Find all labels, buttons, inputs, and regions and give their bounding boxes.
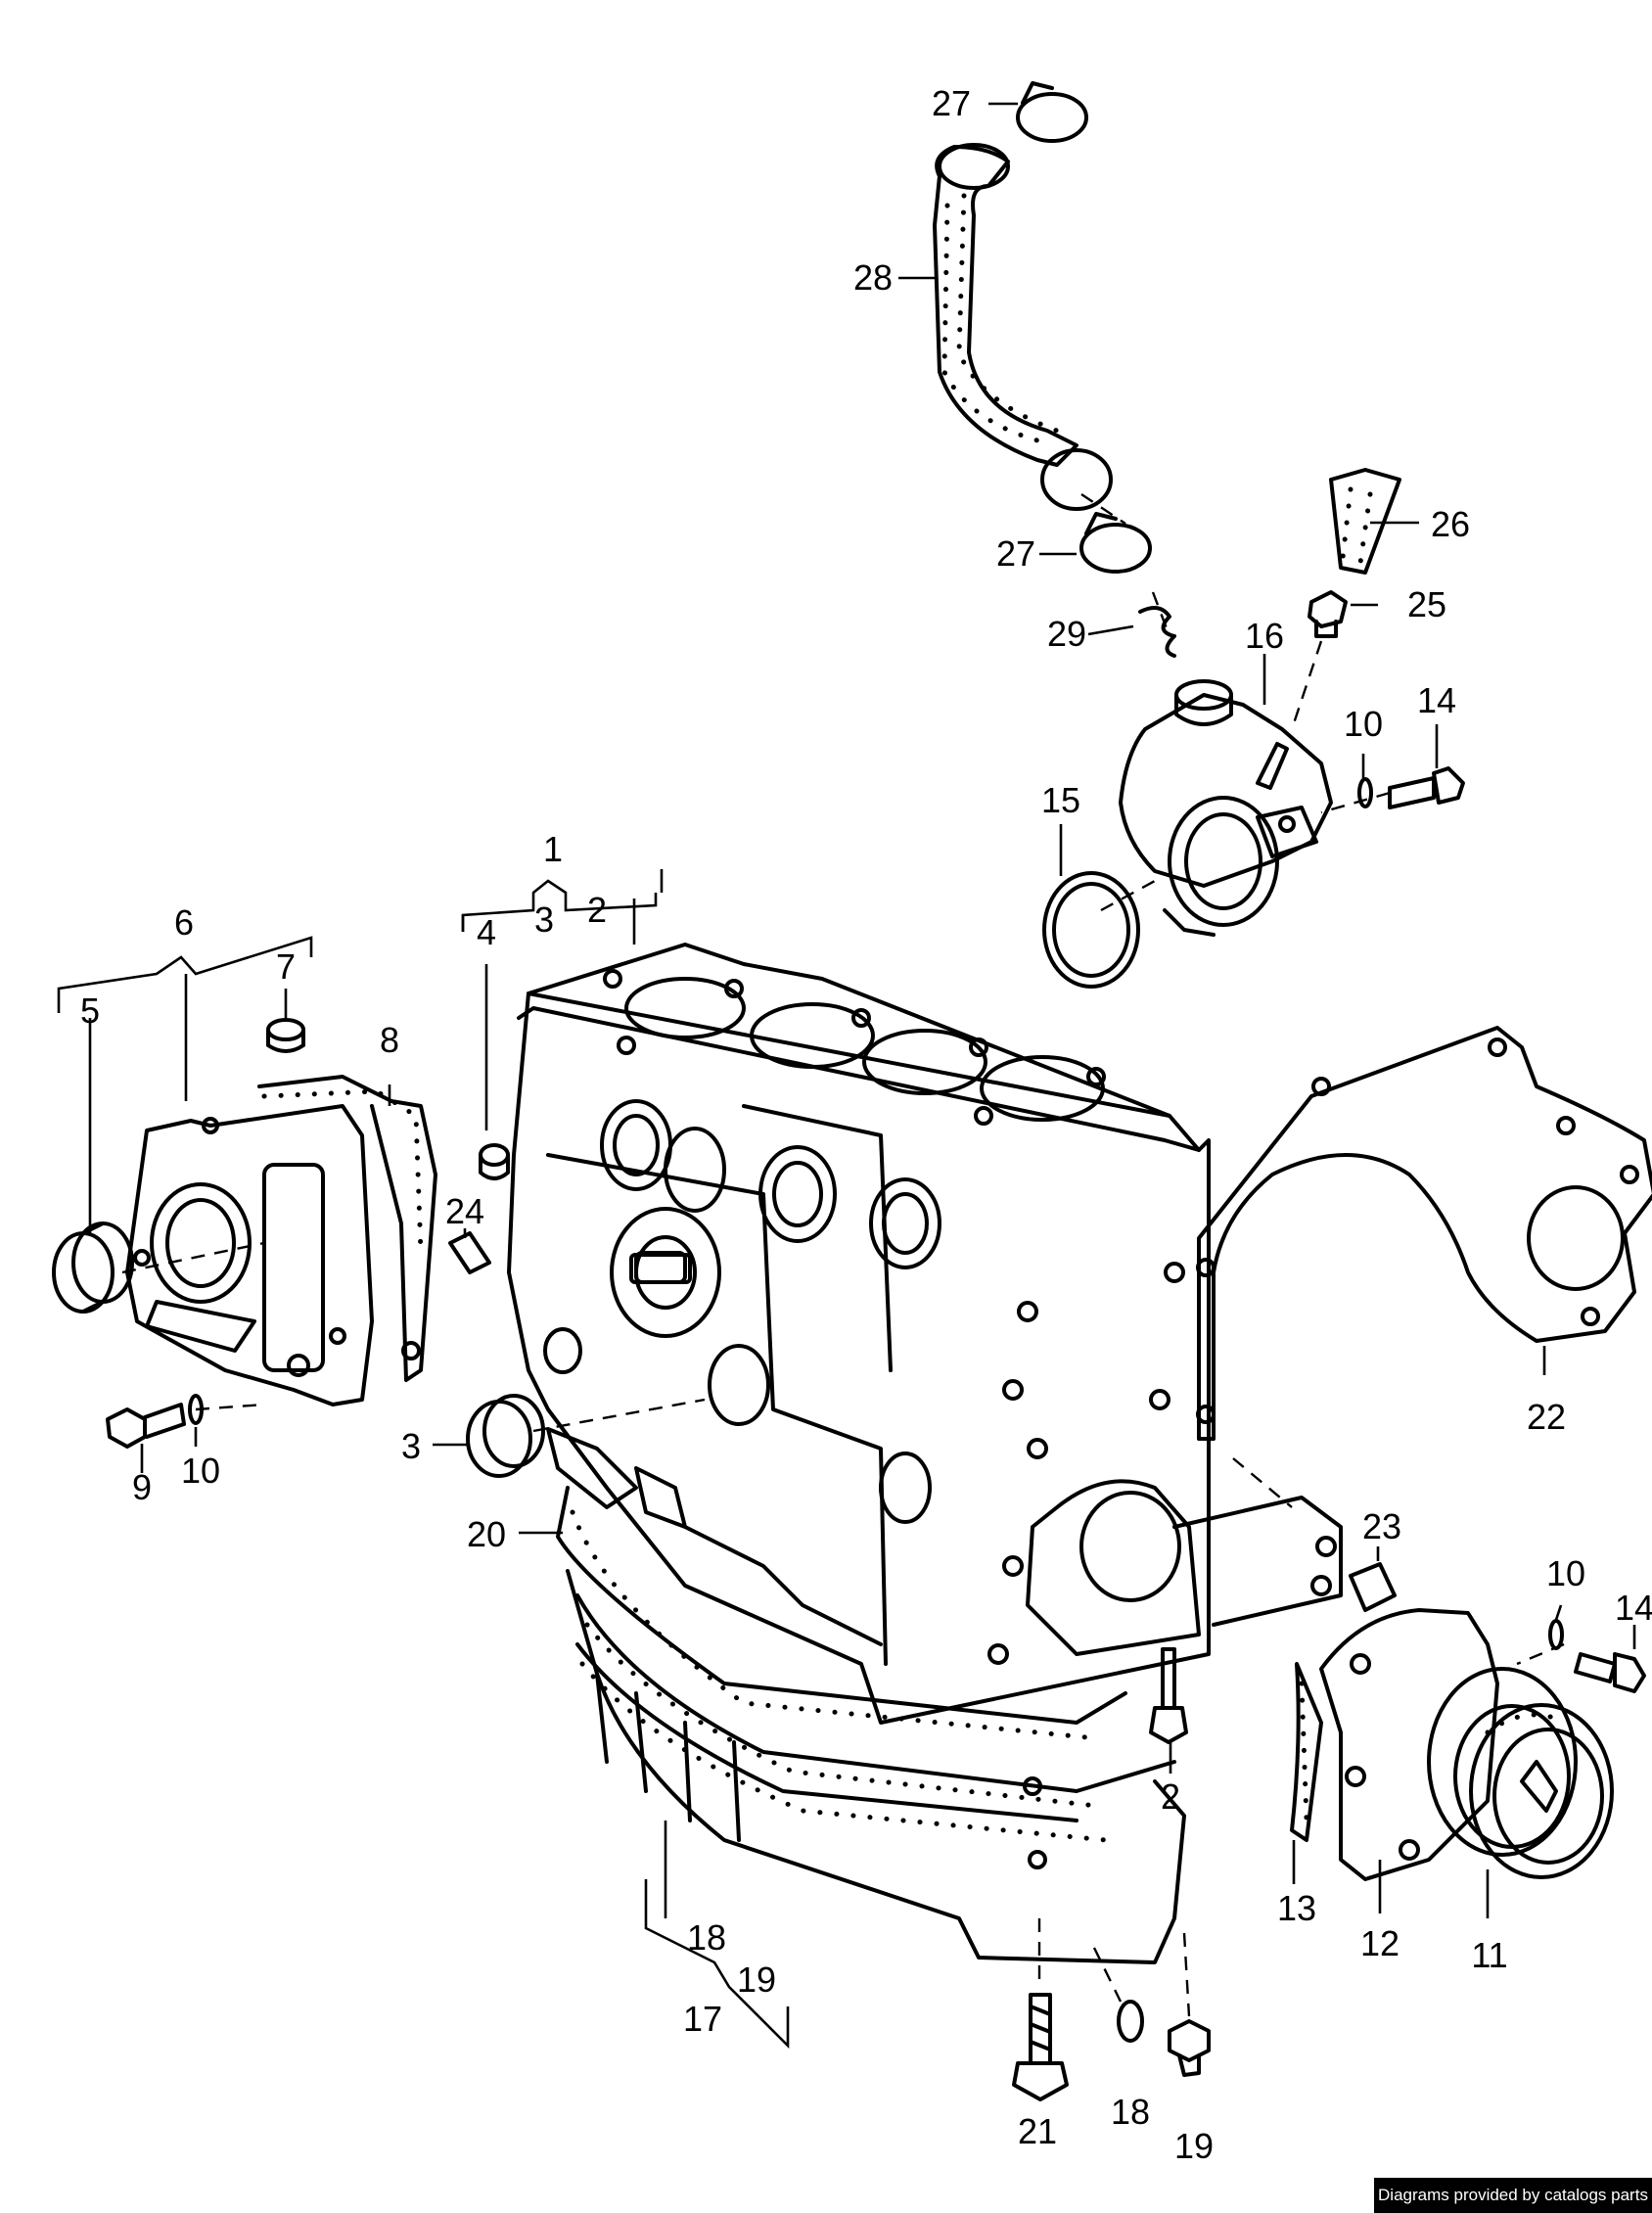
shaft-seal-5 <box>52 1222 134 1314</box>
washer-10-right <box>1548 1619 1564 1650</box>
callout-5: 5 <box>80 991 100 1031</box>
callout-9: 9 <box>132 1467 152 1507</box>
oil-pan <box>566 1569 1186 1964</box>
sender-25 <box>1308 590 1348 638</box>
callout-3-left: 3 <box>401 1426 421 1466</box>
bolt-2 <box>1149 1647 1188 1744</box>
callout-10-right: 10 <box>1546 1553 1585 1593</box>
callout-19-bottom: 19 <box>1174 2126 1214 2166</box>
callout-13: 13 <box>1277 1888 1316 1928</box>
callout-10-left: 10 <box>181 1451 220 1491</box>
callout-12: 12 <box>1360 1923 1400 1963</box>
callout-14-right: 14 <box>1615 1588 1652 1628</box>
callout-18-bottom: 18 <box>1111 2092 1150 2132</box>
callout-1: 1 <box>543 829 563 869</box>
plug-3 <box>466 1394 545 1478</box>
coolant-flange-16 <box>1119 679 1333 937</box>
callout-28: 28 <box>853 257 893 298</box>
bolt-14-upper <box>1388 766 1465 809</box>
callout-labels: 1 4 3 2 6 7 5 8 24 3 9 10 20 18 19 17 21… <box>80 83 1652 2166</box>
callout-23: 23 <box>1362 1506 1401 1546</box>
dowel-23 <box>1349 1562 1397 1612</box>
callout-25: 25 <box>1407 584 1446 624</box>
clamp-27-lower <box>1079 512 1152 574</box>
callout-3-top: 3 <box>534 899 554 940</box>
bolt-21 <box>1012 1993 1069 2101</box>
plug-19 <box>1168 2019 1211 2077</box>
clip-29 <box>1138 606 1176 658</box>
washer-10-upper <box>1357 777 1373 808</box>
dowel-24 <box>448 1231 491 1274</box>
callout-29: 29 <box>1047 614 1086 654</box>
oil-pan-gasket <box>556 1486 1127 1740</box>
callout-7: 7 <box>276 946 296 987</box>
bolt-14-right <box>1574 1652 1646 1693</box>
callout-17: 17 <box>683 1999 722 2039</box>
callout-14-upper: 14 <box>1417 680 1456 720</box>
rear-seal-flange <box>1290 1608 1578 1881</box>
callout-6: 6 <box>174 902 194 943</box>
adapter-plate <box>1196 1026 1652 1441</box>
callout-2-top: 2 <box>587 890 607 930</box>
callout-15: 15 <box>1041 780 1080 820</box>
hose-26 <box>1329 468 1401 575</box>
callout-27-upper: 27 <box>932 83 971 123</box>
rear-seal-11 <box>1469 1703 1614 1879</box>
hose-28 <box>933 143 1113 511</box>
callout-26: 26 <box>1431 504 1470 544</box>
front-housing <box>125 1075 437 1406</box>
clamp-27-upper <box>1016 81 1088 143</box>
callout-8: 8 <box>380 1020 399 1060</box>
callout-27-lower: 27 <box>996 533 1035 574</box>
callout-16: 16 <box>1245 616 1284 656</box>
callout-4: 4 <box>477 912 496 952</box>
engine-block <box>507 943 1343 1725</box>
bolt-9 <box>106 1403 186 1449</box>
attribution-footer: Diagrams provided by catalogs parts <box>1374 2178 1652 2213</box>
plug-7 <box>266 1018 305 1053</box>
callout-20: 20 <box>467 1514 506 1554</box>
callout-19-bracket: 19 <box>737 1959 776 2000</box>
callout-22: 22 <box>1527 1397 1566 1437</box>
seal-ring-15 <box>1042 871 1140 989</box>
dowel-4 <box>479 1143 510 1180</box>
callout-2-bottom: 2 <box>1161 1776 1180 1817</box>
leader-lines <box>57 102 1636 2050</box>
callout-18-bracket: 18 <box>687 1917 726 1958</box>
washer-18 <box>1117 2000 1144 2043</box>
callout-11: 11 <box>1471 1935 1507 1975</box>
callout-24: 24 <box>445 1191 484 1231</box>
callout-10-upper: 10 <box>1344 704 1383 744</box>
callout-21: 21 <box>1018 2111 1057 2151</box>
